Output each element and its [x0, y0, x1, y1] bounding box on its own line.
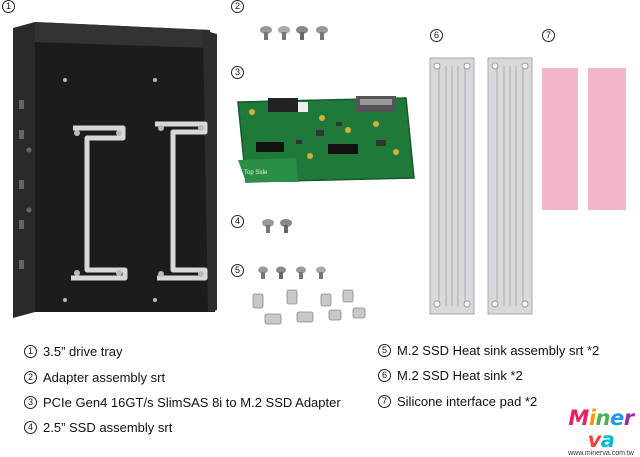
logo-letter: a: [600, 428, 615, 452]
callout-number: 3: [231, 66, 244, 79]
ssd-screws-image: [262, 219, 292, 233]
callout-number: 6: [430, 29, 443, 42]
minerva-logo: Minerva www.minerva.com.tw: [568, 407, 634, 457]
legend-number: 4: [24, 421, 37, 434]
callout-4: 4: [231, 215, 244, 228]
legend-item-7: 7 Silicone interface pad *2: [378, 394, 537, 409]
adapter-screws-image: [260, 26, 328, 40]
logo-letter: v: [587, 428, 602, 452]
callout-number: 4: [231, 215, 244, 228]
legend-item-5: 5 M.2 SSD Heat sink assembly srt *2: [378, 343, 599, 358]
legend-number: 6: [378, 369, 391, 382]
callout-5: 5: [231, 264, 244, 277]
legend-text: PCIe Gen4 16GT/s SlimSAS 8i to M.2 SSD A…: [43, 395, 341, 410]
legend-text: M.2 SSD Heat sink *2: [397, 368, 523, 383]
legend-number: 5: [378, 344, 391, 357]
heatsink-image: [429, 57, 533, 315]
callout-number: 5: [231, 264, 244, 277]
legend-number: 1: [24, 345, 37, 358]
logo-url: www.minerva.com.tw: [568, 450, 634, 457]
drive-tray-image: [13, 22, 217, 318]
legend-item-4: 4 2.5” SSD assembly srt: [24, 420, 172, 435]
logo-letter: e: [609, 406, 624, 430]
callout-1: 1: [2, 0, 15, 13]
callout-number: 7: [542, 29, 555, 42]
callout-number: 2: [231, 0, 244, 13]
legend-item-1: 1 3.5” drive tray: [24, 344, 122, 359]
legend-number: 7: [378, 395, 391, 408]
legend-item-6: 6 M.2 SSD Heat sink *2: [378, 368, 523, 383]
callout-6: 6: [430, 29, 443, 42]
legend-number: 2: [24, 371, 37, 384]
callout-2: 2: [231, 0, 244, 13]
legend-text: M.2 SSD Heat sink assembly srt *2: [397, 343, 600, 358]
callout-number: 1: [2, 0, 15, 13]
board-silk-label: Top Side: [244, 170, 268, 176]
legend-item-2: 2 Adapter assembly srt: [24, 370, 165, 385]
callout-3: 3: [231, 66, 244, 79]
legend-text: Silicone interface pad *2: [397, 394, 538, 409]
logo-wordmark: Minerva: [568, 407, 634, 451]
legend-text: Adapter assembly srt: [43, 370, 166, 385]
logo-letter: n: [595, 406, 611, 430]
legend-number: 3: [24, 396, 37, 409]
legend-item-3: 3 PCIe Gen4 16GT/s SlimSAS 8i to M.2 SSD…: [24, 395, 341, 410]
silicone-pad-image: [542, 68, 626, 210]
logo-letter: r: [623, 406, 634, 430]
adapter-board-image: Top Side: [237, 96, 415, 183]
logo-letter: i: [588, 406, 596, 430]
callout-7: 7: [542, 29, 555, 42]
logo-letter: M: [568, 406, 589, 430]
heatsink-hardware-image: [252, 266, 366, 325]
legend-text: 2.5” SSD assembly srt: [43, 420, 173, 435]
legend-text: 3.5” drive tray: [43, 344, 123, 359]
